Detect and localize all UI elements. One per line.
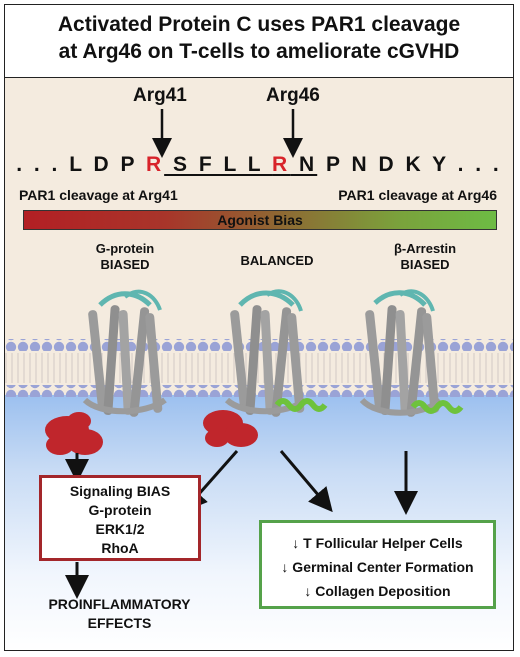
arg46-label: Arg46: [266, 85, 320, 106]
arrestin-biased-title: β-Arrestin BIASED: [365, 241, 485, 273]
outcomes-box: ↓ T Follicular Helper Cells ↓ Germinal C…: [259, 520, 496, 609]
seq-mid2: N: [290, 153, 318, 176]
seq-tail: P N D K Y . . .: [317, 153, 502, 176]
title-line-1: Activated Protein C uses PAR1 cleavage: [57, 13, 461, 36]
outcome-item: ↓ Germinal Center Formation: [281, 559, 474, 575]
agonist-bias-label: Agonist Bias: [217, 212, 303, 228]
outcome-item: ↓ Collagen Deposition: [304, 583, 451, 599]
figure-title: Activated Protein C uses PAR1 cleavage a…: [5, 5, 513, 78]
seq-arg41: R: [145, 153, 165, 176]
membrane-bilayer: [5, 339, 513, 397]
signaling-bias-box: Signaling BIAS G-protein ERK1/2 RhoA: [39, 475, 201, 561]
arrestin-title-line2: BIASED: [400, 257, 450, 272]
balanced-title-line1: BALANCED: [240, 253, 314, 268]
seq-lead: . . . L D P: [16, 153, 146, 176]
signaling-item: Signaling BIAS: [69, 483, 171, 499]
effects-line1: PROINFLAMMATORY: [48, 596, 191, 612]
arg41-label: Arg41: [133, 85, 187, 106]
arrow-balanced-to-outcomes: [279, 450, 333, 513]
effects-line2: EFFECTS: [87, 615, 152, 631]
figure-frame: Activated Protein C uses PAR1 cleavage a…: [4, 4, 514, 651]
title-line-2: at Arg46 on T-cells to ameliorate cGVHD: [58, 40, 460, 63]
agonist-bias-bar: Agonist Bias: [23, 210, 497, 230]
diagram-graphics: [5, 109, 513, 599]
signaling-item: ERK1/2: [95, 521, 145, 537]
outcome-item: ↓ T Follicular Helper Cells: [292, 535, 463, 551]
balanced-title: BALANCED: [227, 253, 327, 269]
seq-mid1: S F L L: [164, 153, 273, 176]
g-protein-title-line1: G-protein: [95, 241, 155, 256]
receptor-arrestin-biased: [359, 289, 464, 417]
seq-arg46: R: [272, 153, 291, 176]
cleavage-arg46-label: PAR1 cleavage at Arg46: [338, 187, 497, 203]
receptor-balanced: [203, 289, 328, 447]
g-protein-biased-title: G-protein BIASED: [65, 241, 185, 273]
arrestin-title-line1: β-Arrestin: [393, 241, 457, 256]
signaling-item: G-protein: [88, 502, 152, 518]
proinflammatory-effects: PROINFLAMMATORY EFFECTS: [5, 595, 234, 633]
signaling-item: RhoA: [101, 540, 139, 556]
receptor-g-protein-biased: [45, 289, 167, 455]
cleavage-arg41-label: PAR1 cleavage at Arg41: [19, 187, 178, 203]
par1-sequence: . . . L D P R S F L L R N P N D K Y . . …: [5, 153, 513, 177]
g-protein-title-line2: BIASED: [100, 257, 150, 272]
